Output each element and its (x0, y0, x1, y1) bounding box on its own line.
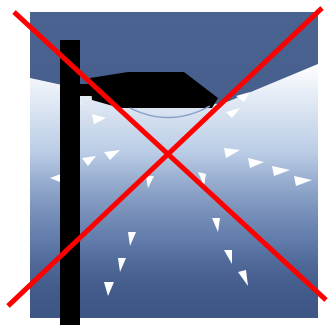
lamp-pole (60, 40, 80, 325)
